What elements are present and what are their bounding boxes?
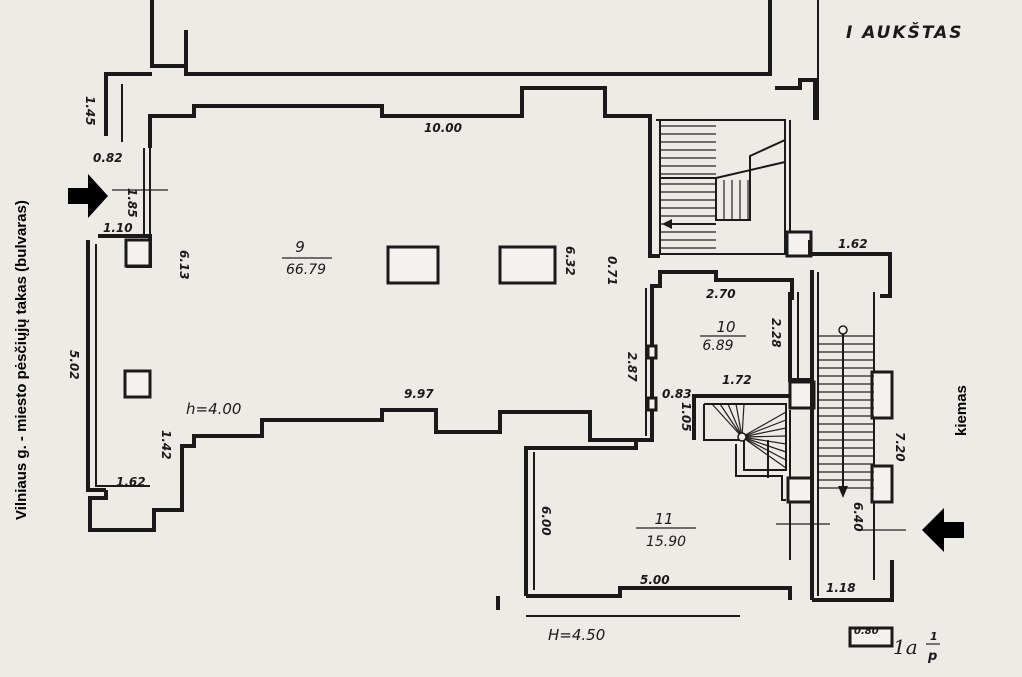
- dim-9-97: 9.97: [404, 387, 434, 401]
- dim-1-72: 1.72: [722, 373, 752, 387]
- yard-label: kiemas: [953, 385, 970, 436]
- room10-window-1: [646, 344, 658, 360]
- outer-wall-top: [150, 0, 772, 76]
- dim-2-70: 2.70: [706, 287, 736, 301]
- dim-10-00: 10.00: [424, 121, 462, 135]
- column-1: [124, 238, 152, 268]
- room10-window-2: [646, 396, 658, 412]
- stair-top-landing: [660, 139, 786, 221]
- column-4: [498, 245, 557, 285]
- showcase-inner-wall: [95, 244, 150, 487]
- room11-area: 15.90: [646, 534, 686, 550]
- dim-0-80: 0.80: [854, 626, 879, 637]
- stair-top-wall-left: [648, 116, 660, 258]
- stair-right-treads: [818, 335, 874, 489]
- sheet-fraction-top: 1: [930, 630, 938, 643]
- dim-6-00: 6.00: [539, 506, 553, 536]
- room9-number: 9: [295, 238, 305, 256]
- stair-small-frame: [703, 403, 787, 471]
- dim-7-20: 7.20: [893, 432, 907, 462]
- stair-small-newel: [737, 432, 747, 442]
- wall-top-right: [775, 78, 817, 120]
- stair-top-treads: [660, 125, 749, 249]
- room9-wall-top: [148, 86, 652, 148]
- room10-wall-bottom: [692, 394, 790, 440]
- column-8: [870, 370, 894, 420]
- dim-1-10: 1.10: [103, 221, 133, 235]
- dim-2-87: 2.87: [625, 352, 639, 382]
- room10-number: 10: [716, 318, 735, 336]
- stair-right-arrowhead: [838, 486, 848, 498]
- stair-small-tread: [741, 427, 787, 438]
- room9-height: h=4.00: [186, 400, 241, 418]
- column-5: [785, 230, 813, 258]
- showcase-outer-wall: [86, 240, 106, 492]
- column-2: [123, 369, 152, 399]
- stair-small-tread: [741, 436, 787, 453]
- stair-small-tread: [741, 411, 787, 438]
- dim-1-85: 1.85: [125, 188, 139, 218]
- room10-wall-top: [650, 270, 794, 300]
- stair-small-tread: [711, 403, 743, 438]
- column-7: [786, 476, 814, 504]
- sheet-label: 1a: [893, 635, 918, 659]
- stair-small: [711, 403, 787, 469]
- room11-number: 11: [654, 510, 673, 528]
- column-9: [870, 464, 894, 504]
- dim-2-28: 2.28: [769, 318, 783, 348]
- room10-wall-right: [788, 292, 812, 382]
- stair-right-start: [838, 325, 848, 335]
- dim-1-42: 1.42: [159, 430, 173, 460]
- stair-small-tread: [741, 419, 787, 438]
- wall-right-bottom: [812, 560, 894, 602]
- stair-top-winders: [715, 161, 786, 179]
- column-3: [386, 245, 440, 285]
- stair-small-tread: [741, 435, 787, 438]
- room11-wall-stair: [735, 444, 786, 501]
- room11-height: H=4.50: [548, 626, 605, 644]
- dim-1-62-left: 1.62: [116, 475, 146, 489]
- sheet-fraction-bottom: p: [927, 649, 937, 664]
- dim-1-18: 1.18: [826, 581, 856, 595]
- wall-right-upper: [808, 240, 892, 298]
- stair-small-tread: [741, 436, 787, 461]
- dim-0-82: 0.82: [93, 151, 123, 165]
- dim-1-62-right: 1.62: [838, 237, 868, 251]
- room11-wall-left-top: [524, 440, 638, 596]
- column-10: [848, 626, 894, 648]
- dim-1-45: 1.45: [83, 96, 97, 126]
- dim-0-71: 0.71: [605, 256, 619, 286]
- room10-area: 6.89: [702, 338, 733, 354]
- stair-small-tread: [719, 403, 743, 438]
- dim-5-00: 5.00: [640, 573, 670, 587]
- street-label: Vilniaus g. - miesto pėsčiųjų takas (bul…: [13, 200, 30, 520]
- dim-6-32: 6.32: [563, 246, 577, 276]
- stair-small-tread: [741, 403, 745, 438]
- room9-area: 66.79: [286, 262, 326, 278]
- stair-small-tread: [727, 403, 743, 438]
- dim-0-83: 0.83: [662, 387, 692, 401]
- street-entrance-arrow-icon: [68, 174, 108, 218]
- stair-top-arrowhead: [662, 219, 672, 229]
- stair-top-frame: [656, 119, 786, 255]
- dim-6-13: 6.13: [177, 250, 191, 280]
- stair-small-tread: [741, 436, 787, 469]
- stair-small-tread: [741, 436, 787, 445]
- outer-wall-left-top: [104, 72, 152, 136]
- dim-6-40: 6.40: [851, 502, 865, 532]
- dim-1-05: 1.05: [679, 402, 693, 432]
- floor-title: I AUKŠTAS: [846, 21, 964, 43]
- yard-entrance-arrow-icon: [922, 508, 964, 552]
- dim-5-02: 5.02: [67, 350, 81, 380]
- room11-wall-bottom: [526, 586, 792, 600]
- room9-wall-bottom: [88, 300, 654, 532]
- stair-small-tread: [735, 403, 743, 438]
